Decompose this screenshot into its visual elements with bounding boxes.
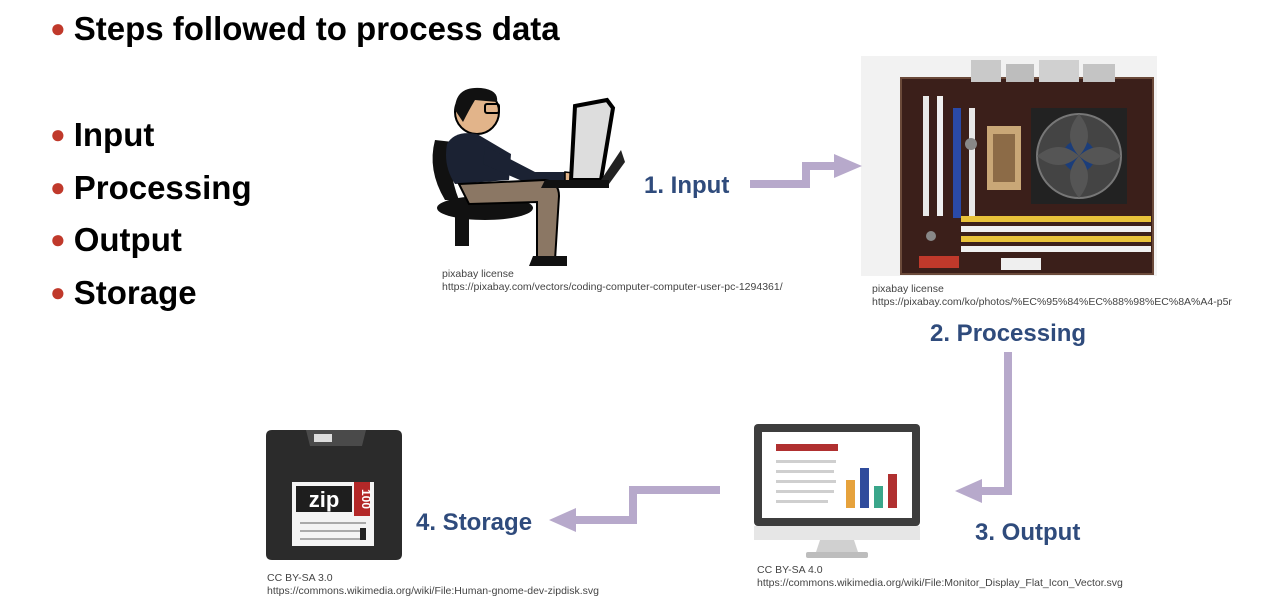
zip-brand-text: zip [309,487,340,512]
zip-disk-icon: zip 100 [266,430,402,560]
bullet-text: Output [73,221,182,258]
bullet-dot: ● [50,276,66,307]
computer-user-icon [425,80,635,270]
motherboard-image [861,56,1157,276]
zip-capacity-text: 100 [359,489,373,509]
step-label-processing: 2. Processing [930,320,1087,347]
slide-title-text: Steps followed to process data [73,10,560,47]
credit-license: CC BY-SA 4.0 [757,564,823,576]
bullet-list: ●Input ●Processing ●Output ●Storage [50,112,252,322]
credit-motherboard: pixabay license https://pixabay.com/ko/p… [872,283,1232,309]
bullet-text: Processing [73,168,252,206]
arrow-processing-to-output [955,352,1012,503]
bullet-item-output: ●Output [50,217,252,270]
bullet-item-storage: ●Storage [50,270,252,323]
bullet-dot: ● [50,119,66,149]
bullet-text: Input [73,116,155,153]
credit-url[interactable]: https://pixabay.com/ko/photos/%EC%95%84%… [872,296,1232,308]
step-label-storage: 4. Storage [416,509,533,536]
arrow-output-to-storage [549,486,720,532]
credit-url[interactable]: https://commons.wikimedia.org/wiki/File:… [757,577,1123,589]
bullet-text: Storage [73,273,197,311]
slide-title: ●Steps followed to process data [50,10,560,48]
arrow-input-to-processing [750,154,862,188]
credit-license: pixabay license [442,268,514,280]
step-label-input: 1. Input [644,172,730,199]
step-label-output: 3. Output [975,519,1081,546]
credit-monitor: CC BY-SA 4.0 https://commons.wikimedia.o… [757,564,1123,590]
monitor-chart-icon [754,424,920,558]
credit-zipdisk: CC BY-SA 3.0 https://commons.wikimedia.o… [267,572,599,598]
credit-user: pixabay license https://pixabay.com/vect… [442,268,783,294]
bullet-item-input: ●Input [50,112,252,165]
bullet-dot: ● [50,171,66,202]
credit-url[interactable]: https://commons.wikimedia.org/wiki/File:… [267,585,600,597]
bullet-dot: ● [50,224,66,254]
bullet-item-processing: ●Processing [50,165,252,218]
bullet-dot: ● [50,13,66,43]
credit-license: pixabay license [872,283,944,295]
credit-license: CC BY-SA 3.0 [267,572,333,584]
credit-url[interactable]: https://pixabay.com/vectors/coding-compu… [442,281,783,293]
